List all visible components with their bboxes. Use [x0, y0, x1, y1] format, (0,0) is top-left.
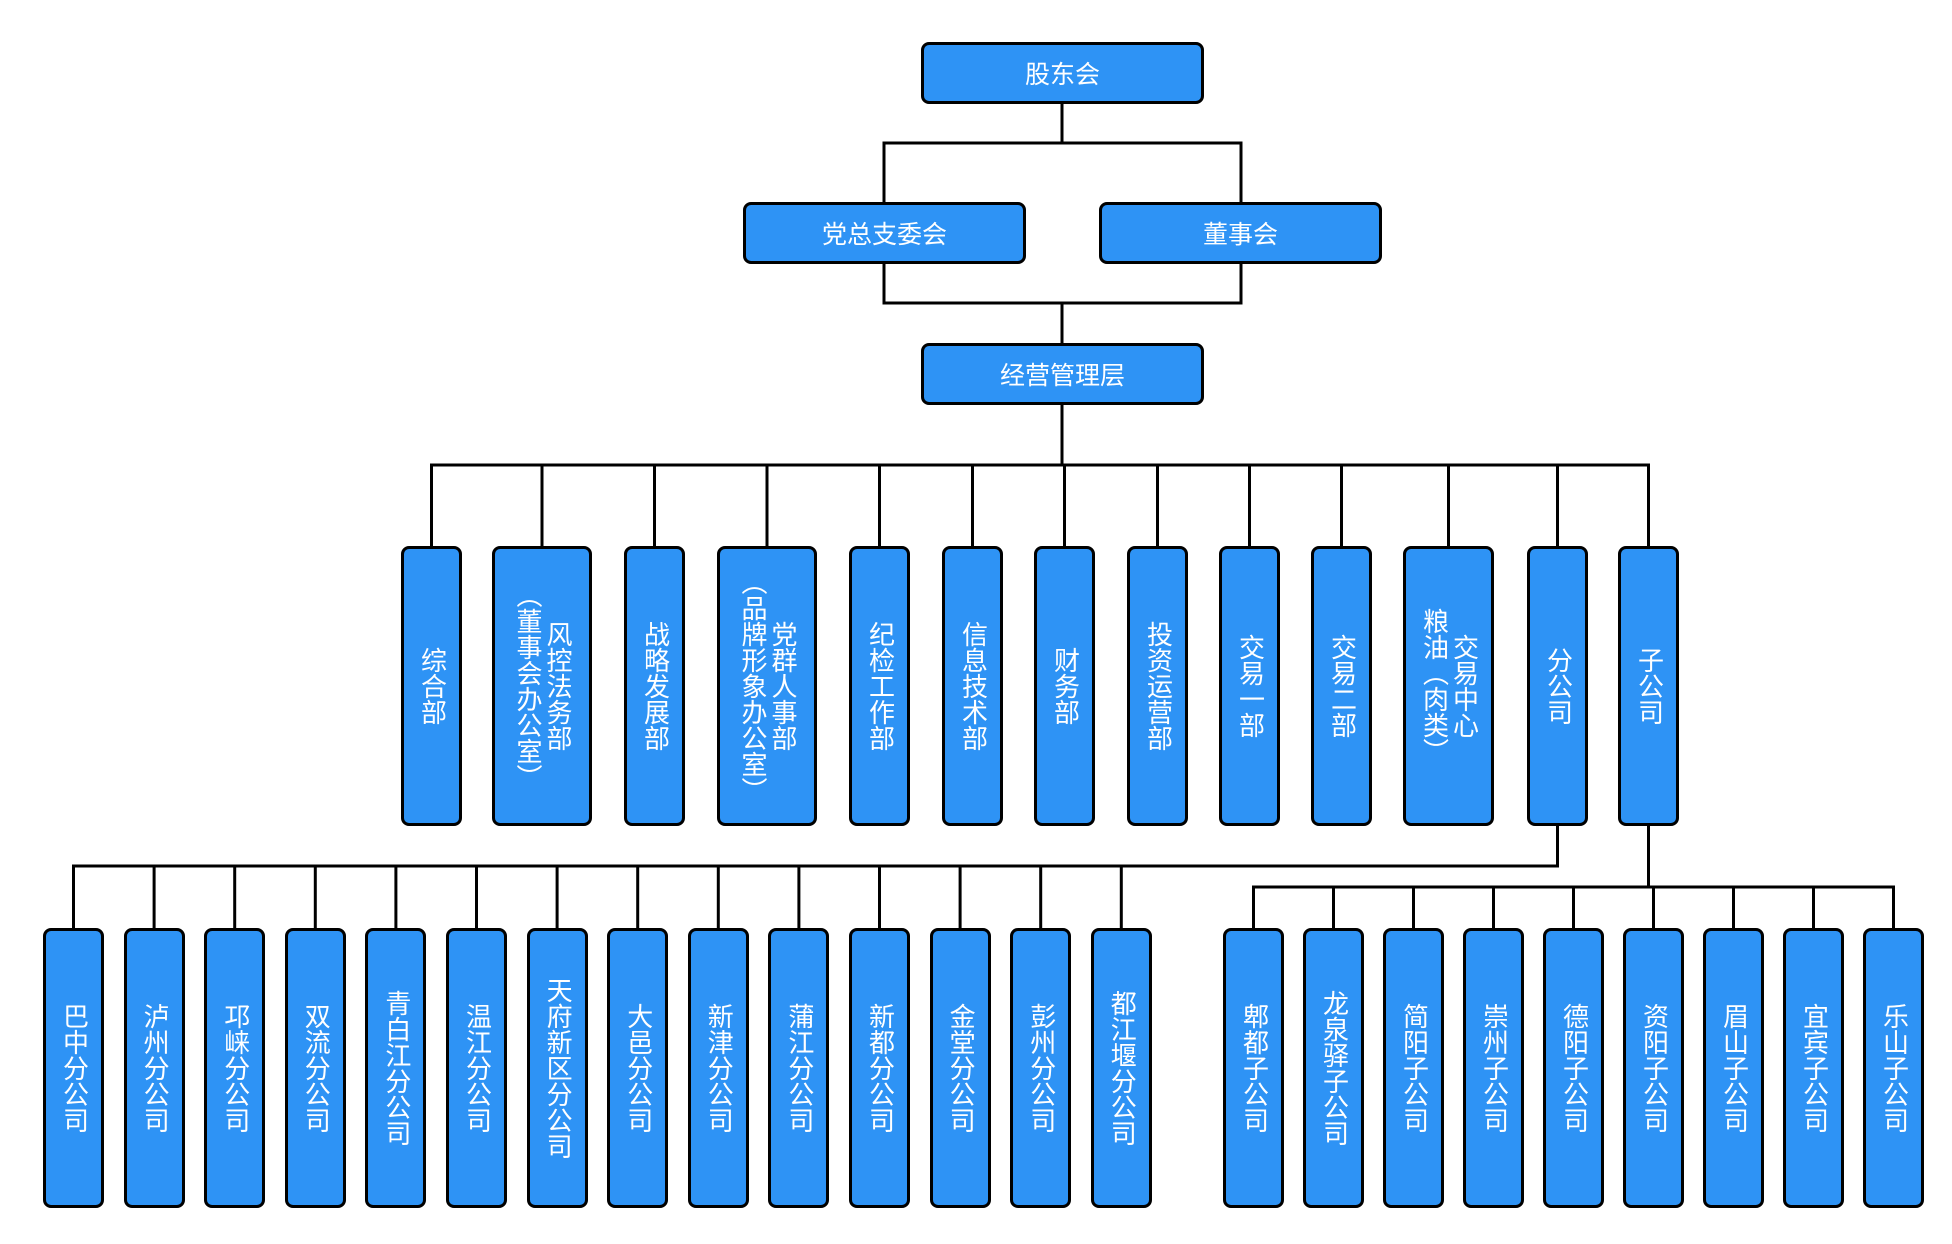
- branch-node: 泸州分公司: [123, 928, 185, 1208]
- department-label: 纪检工作部: [864, 621, 895, 751]
- branch-node: 双流分公司: [284, 928, 346, 1208]
- branch-node: 新津分公司: [687, 928, 749, 1208]
- subsidiary-label: 郫都子公司: [1238, 1003, 1269, 1133]
- node-party-committee: 党总支委会: [743, 202, 1026, 264]
- subsidiary-node: 眉山子公司: [1703, 928, 1764, 1208]
- branch-node: 都江堰分公司: [1090, 928, 1152, 1208]
- department-label: 交易一部: [1234, 634, 1265, 738]
- subsidiary-label: 资阳子公司: [1638, 1003, 1669, 1133]
- branch-label: 泸州分公司: [139, 1003, 170, 1133]
- branch-label: 邛崃分公司: [219, 1003, 250, 1133]
- branch-label: 温江分公司: [461, 1003, 492, 1133]
- branch-label: 都江堰分公司: [1106, 990, 1137, 1146]
- department-label: 交易中心 粮油（肉类）: [1418, 608, 1479, 764]
- subsidiary-label: 简阳子公司: [1398, 1003, 1429, 1133]
- branch-label: 金堂分公司: [945, 1003, 976, 1133]
- branch-node: 金堂分公司: [929, 928, 991, 1208]
- subsidiary-label: 龙泉驿子公司: [1318, 990, 1349, 1146]
- branch-node: 天府新区分公司: [526, 928, 588, 1208]
- node-shareholders: 股东会: [921, 42, 1204, 104]
- subsidiary-node: 龙泉驿子公司: [1303, 928, 1364, 1208]
- department-node: 分公司: [1527, 546, 1588, 826]
- subsidiary-node: 宜宾子公司: [1783, 928, 1844, 1208]
- branch-label: 青白江分公司: [380, 990, 411, 1146]
- branch-label: 彭州分公司: [1025, 1003, 1056, 1133]
- branch-label: 巴中分公司: [58, 1003, 89, 1133]
- department-node: 投资运营部: [1127, 546, 1188, 826]
- department-label: 子公司: [1633, 647, 1664, 725]
- subsidiary-label: 宜宾子公司: [1798, 1003, 1829, 1133]
- department-label: 信息技术部: [957, 621, 988, 751]
- subsidiary-node: 简阳子公司: [1383, 928, 1444, 1208]
- department-node: 综合部: [401, 546, 462, 826]
- subsidiary-label: 德阳子公司: [1558, 1003, 1589, 1133]
- subsidiary-node: 崇州子公司: [1463, 928, 1524, 1208]
- branch-node: 巴中分公司: [43, 928, 104, 1208]
- branch-label: 双流分公司: [300, 1003, 331, 1133]
- department-label: 财务部: [1049, 647, 1080, 725]
- node-party-committee-label: 党总支委会: [821, 220, 947, 249]
- node-management-label: 经营管理层: [999, 361, 1125, 390]
- subsidiary-label: 崇州子公司: [1478, 1003, 1509, 1133]
- subsidiary-node: 乐山子公司: [1863, 928, 1924, 1208]
- department-node: 战略发展部: [624, 546, 685, 826]
- department-node: 交易二部: [1311, 546, 1372, 826]
- department-node: 党群人事部 （品牌形象办公室）: [717, 546, 817, 826]
- department-label: 交易二部: [1326, 634, 1357, 738]
- branch-node: 彭州分公司: [1010, 928, 1072, 1208]
- subsidiary-node: 德阳子公司: [1543, 928, 1604, 1208]
- department-label: 风控法务部 （董事会办公室）: [512, 582, 572, 790]
- branch-node: 大邑分公司: [607, 928, 669, 1208]
- branch-node: 新都分公司: [849, 928, 910, 1208]
- branch-label: 新都分公司: [864, 1003, 895, 1133]
- department-node: 财务部: [1034, 546, 1095, 826]
- subsidiary-label: 眉山子公司: [1718, 1003, 1749, 1133]
- subsidiary-node: 资阳子公司: [1623, 928, 1684, 1208]
- node-shareholders-label: 股东会: [1024, 60, 1100, 89]
- branch-label: 天府新区分公司: [542, 977, 573, 1159]
- department-label: 投资运营部: [1142, 621, 1173, 751]
- node-board: 董事会: [1099, 202, 1382, 264]
- department-node: 信息技术部: [942, 546, 1003, 826]
- department-node: 交易一部: [1219, 546, 1280, 826]
- department-node: 子公司: [1618, 546, 1679, 826]
- branch-node: 温江分公司: [446, 928, 507, 1208]
- department-node: 交易中心 粮油（肉类）: [1403, 546, 1494, 826]
- branch-label: 新津分公司: [703, 1003, 734, 1133]
- branch-node: 青白江分公司: [365, 928, 427, 1208]
- department-node: 风控法务部 （董事会办公室）: [492, 546, 592, 826]
- subsidiary-node: 郫都子公司: [1223, 928, 1284, 1208]
- department-node: 纪检工作部: [849, 546, 910, 826]
- branch-label: 蒲江分公司: [783, 1003, 814, 1133]
- department-label: 战略发展部: [639, 621, 670, 751]
- subsidiary-label: 乐山子公司: [1878, 1003, 1909, 1133]
- department-label: 分公司: [1542, 647, 1573, 725]
- branch-node: 蒲江分公司: [768, 928, 830, 1208]
- department-label: 综合部: [416, 647, 447, 725]
- node-management: 经营管理层: [921, 343, 1204, 405]
- node-board-label: 董事会: [1202, 220, 1278, 249]
- branch-node: 邛崃分公司: [204, 928, 266, 1208]
- department-label: 党群人事部 （品牌形象办公室）: [737, 569, 797, 803]
- branch-label: 大邑分公司: [622, 1003, 653, 1133]
